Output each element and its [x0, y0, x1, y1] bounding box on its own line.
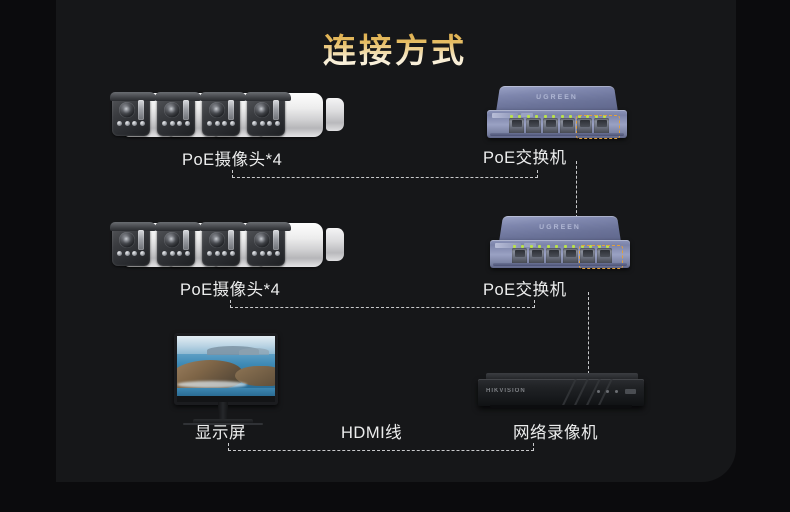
camera-group-2-label: PoE摄像头*4 [180, 281, 281, 299]
rj45-port [560, 115, 575, 134]
poe-switch-2-label: PoE交换机 [483, 281, 567, 299]
camera-group-1 [110, 90, 344, 148]
camera-group-1-label: PoE摄像头*4 [182, 151, 283, 169]
rj45-port [563, 245, 578, 264]
monitor-label: 显示屏 [195, 424, 246, 442]
camera-group-2 [110, 220, 344, 278]
poe-switch-1-label: PoE交换机 [483, 149, 567, 167]
switch-brand-1: UGREEN [535, 94, 579, 101]
rj45-port [580, 245, 595, 264]
rj45-port [509, 115, 524, 134]
link-monitor-nvr [228, 450, 534, 451]
bullet-camera-icon [245, 90, 323, 142]
rj45-port [594, 115, 609, 134]
poe-switch-1: UGREEN [487, 85, 627, 147]
rj45-port [529, 245, 544, 264]
link-cam1-switch1-stub-left [232, 170, 233, 178]
nvr-brand: HIKVISION [486, 388, 526, 394]
link-monitor-nvr-stub-left [228, 443, 229, 451]
rj45-port [546, 245, 561, 264]
link-cam2-switch2-stub-left [230, 300, 231, 308]
bullet-camera-icon [245, 220, 323, 272]
switch-port-row-1 [509, 115, 609, 135]
link-cam2-switch2-stub-right [534, 300, 535, 308]
switch-brand-2: UGREEN [538, 224, 582, 231]
monitor-screen [177, 336, 275, 396]
nvr-label: 网络录像机 [513, 424, 598, 442]
highlighted-uplink-ports [576, 115, 620, 139]
rj45-port [543, 115, 558, 134]
page-title: 连接方式 [0, 24, 790, 72]
highlighted-uplink-ports [579, 245, 623, 269]
rj45-port [512, 245, 527, 264]
rj45-port [526, 115, 541, 134]
link-switch2-nvr [588, 292, 589, 374]
switch-port-row-2 [512, 245, 612, 265]
nvr-icon: HIKVISION [478, 373, 644, 409]
camera-rear-housing [326, 228, 344, 261]
link-cam1-switch1-stub-right [537, 170, 538, 178]
rj45-port [597, 245, 612, 264]
rj45-port [577, 115, 592, 134]
link-monitor-nvr-stub-right [533, 443, 534, 451]
link-cam1-switch1 [232, 177, 538, 178]
link-switch1-switch2 [576, 161, 577, 218]
link-cam2-switch2 [230, 307, 535, 308]
hdmi-cable-label: HDMI线 [341, 424, 403, 442]
camera-rear-housing [326, 98, 344, 131]
poe-switch-2: UGREEN [490, 215, 630, 277]
bullet-camera-icon [155, 90, 233, 142]
